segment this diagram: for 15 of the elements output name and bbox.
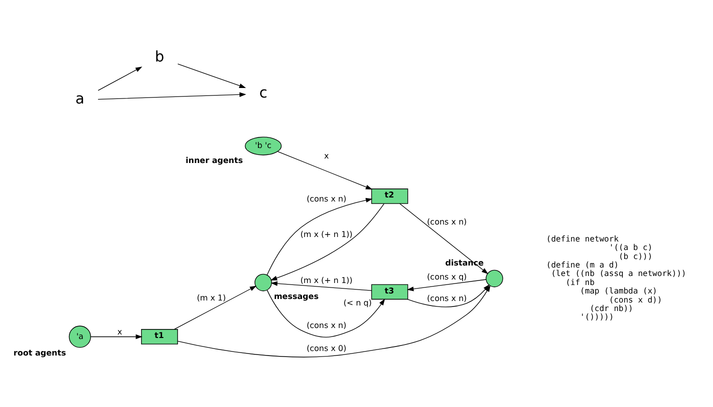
node-circle: [254, 273, 272, 291]
arrow: [177, 63, 246, 88]
arrow: [406, 278, 486, 291]
arrow: [266, 197, 373, 275]
arrow: [98, 92, 246, 100]
arrow: [174, 285, 257, 330]
arrow: [270, 280, 372, 290]
arrow: [90, 334, 142, 339]
arrow: [270, 202, 384, 280]
node-circle: [486, 269, 504, 287]
node-text: c: [259, 84, 268, 102]
arrow: [277, 150, 372, 190]
node-text: a: [75, 90, 84, 108]
arrow: [98, 66, 142, 90]
node-text: b: [154, 48, 164, 65]
